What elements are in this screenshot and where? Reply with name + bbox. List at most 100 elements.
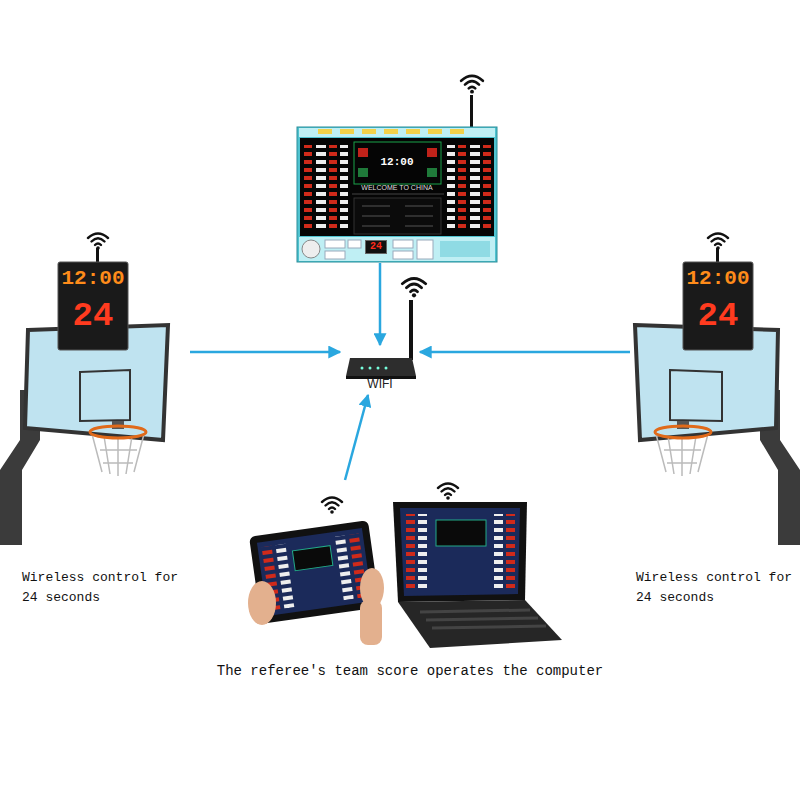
clock-time: 12:00 bbox=[58, 266, 128, 292]
tablet bbox=[248, 498, 384, 646]
scoreboard-software bbox=[299, 128, 495, 137]
caption-text: Wireless control for 24 seconds bbox=[636, 568, 796, 608]
arrow-connector bbox=[190, 351, 340, 354]
laptop bbox=[506, 514, 515, 588]
scoreboard-software bbox=[297, 76, 497, 262]
scoreboard-software bbox=[458, 145, 466, 231]
welcome-text: WELCOME TO CHINA bbox=[352, 183, 442, 192]
right-hoop bbox=[708, 234, 728, 250]
laptop bbox=[426, 618, 538, 620]
scoreboard-software bbox=[325, 240, 345, 248]
laptop bbox=[406, 514, 415, 588]
scoreboard-software bbox=[348, 240, 361, 248]
scoreboard-software bbox=[450, 129, 464, 134]
laptop bbox=[393, 502, 527, 602]
wifi-router bbox=[346, 278, 426, 379]
scoreboard-software bbox=[470, 145, 480, 231]
wifi-router bbox=[361, 367, 364, 370]
scoreboard-software bbox=[417, 240, 433, 259]
laptop bbox=[418, 514, 427, 588]
laptop bbox=[432, 626, 546, 628]
scoreboard-software bbox=[428, 129, 442, 134]
scoreboard-software bbox=[354, 198, 441, 234]
left-hoop bbox=[88, 234, 108, 250]
laptop bbox=[494, 514, 503, 588]
scoreboard-software bbox=[318, 129, 332, 134]
left-hoop bbox=[80, 370, 130, 421]
scoreboard-software bbox=[302, 240, 320, 258]
laptop bbox=[436, 520, 486, 546]
laptop bbox=[393, 484, 562, 649]
wifi-router bbox=[377, 367, 380, 370]
scoreboard-software bbox=[427, 148, 437, 157]
scoreboard-software bbox=[354, 142, 441, 184]
left-hoop bbox=[90, 426, 146, 438]
wifi-router bbox=[385, 367, 388, 370]
scoreboard-software bbox=[299, 237, 495, 261]
scoreboard-software bbox=[352, 194, 444, 195]
scoreboard-software bbox=[405, 216, 433, 217]
right-hoop bbox=[656, 434, 708, 476]
scoreboard-software bbox=[405, 226, 433, 227]
scoreboard-software bbox=[329, 145, 337, 231]
scoreboard-software bbox=[406, 129, 420, 134]
tablet bbox=[360, 600, 382, 645]
shot-clock-digits: 24 bbox=[683, 296, 753, 336]
scoreboard-software bbox=[362, 206, 390, 207]
tablet bbox=[248, 581, 276, 625]
scoreboard-software bbox=[483, 145, 491, 231]
left-hoop bbox=[92, 434, 144, 476]
scoreboard-software bbox=[440, 241, 490, 257]
game-clock: 12:00 bbox=[372, 155, 422, 169]
router-label: WIFI bbox=[340, 377, 420, 392]
scoreboard-software bbox=[340, 129, 354, 134]
tablet bbox=[322, 498, 342, 514]
shot-clock-hoop: 12:00 24Wireless control for 24 seconds bbox=[15, 258, 190, 612]
scoreboard-software bbox=[362, 216, 390, 217]
scoreboard-software bbox=[300, 138, 494, 236]
caption-text: Wireless control for 24 seconds bbox=[22, 568, 187, 608]
scoreboard-software bbox=[325, 251, 345, 259]
wifi-router bbox=[346, 358, 416, 376]
scoreboard-software bbox=[470, 95, 473, 128]
clock-time: 12:00 bbox=[683, 266, 753, 292]
laptop bbox=[400, 508, 520, 596]
scoreboard-software bbox=[405, 206, 433, 207]
scoreboard-software bbox=[297, 127, 497, 262]
wifi-router: WIFI bbox=[340, 345, 420, 395]
scoreboard-software bbox=[393, 240, 413, 248]
arrow-connector bbox=[379, 263, 382, 345]
wifi-router bbox=[409, 300, 413, 360]
shot-clock-hoop: 12:00 24Wireless control for 24 seconds bbox=[630, 258, 798, 612]
scoreboard-software bbox=[447, 145, 455, 231]
scoreboard-software bbox=[316, 145, 326, 231]
scoreboard-software bbox=[304, 145, 312, 231]
right-hoop bbox=[683, 262, 753, 350]
caption-text: The referee's team score operates the co… bbox=[205, 662, 615, 680]
scoreboard-screen: 12:00WELCOME TO CHINA24 bbox=[297, 125, 497, 263]
tablet bbox=[292, 546, 332, 571]
scoreboard-software bbox=[461, 76, 483, 94]
scoreboard-software bbox=[362, 226, 390, 227]
left-hoop bbox=[0, 234, 168, 546]
right-hoop bbox=[635, 234, 800, 546]
shot-clock-digits: 24 bbox=[58, 296, 128, 336]
scoreboard-software bbox=[427, 168, 437, 177]
scoreboard-software bbox=[358, 148, 368, 157]
control-devices: The referee's team score operates the co… bbox=[205, 480, 615, 690]
scoreboard-software bbox=[340, 145, 348, 231]
scoreboard-software bbox=[358, 168, 368, 177]
left-hoop bbox=[58, 262, 128, 350]
laptop bbox=[438, 484, 458, 500]
scoreboard-software bbox=[393, 251, 413, 259]
laptop bbox=[398, 600, 562, 648]
right-hoop bbox=[655, 426, 711, 438]
wifi-router bbox=[369, 367, 372, 370]
scoreboard-software bbox=[362, 129, 376, 134]
arrow-connector bbox=[420, 351, 630, 354]
right-hoop bbox=[670, 370, 722, 421]
